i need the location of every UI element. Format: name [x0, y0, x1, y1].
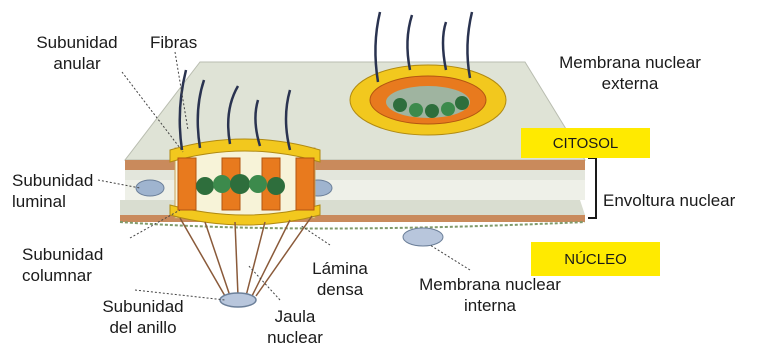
citosol-tag: CITOSOL	[521, 128, 650, 158]
nuclear-basket	[180, 216, 312, 307]
envelope-bracket	[588, 158, 596, 218]
nucleo-tag: NÚCLEO	[531, 242, 660, 276]
label-fibras: Fibras	[150, 32, 197, 53]
luminal-subunit-left	[136, 180, 164, 196]
label-envoltura-nuclear: Envoltura nuclear	[603, 190, 735, 211]
pore-cross-section	[170, 139, 320, 225]
pore-ring-top	[350, 65, 506, 135]
basket-ring-right	[403, 228, 443, 246]
